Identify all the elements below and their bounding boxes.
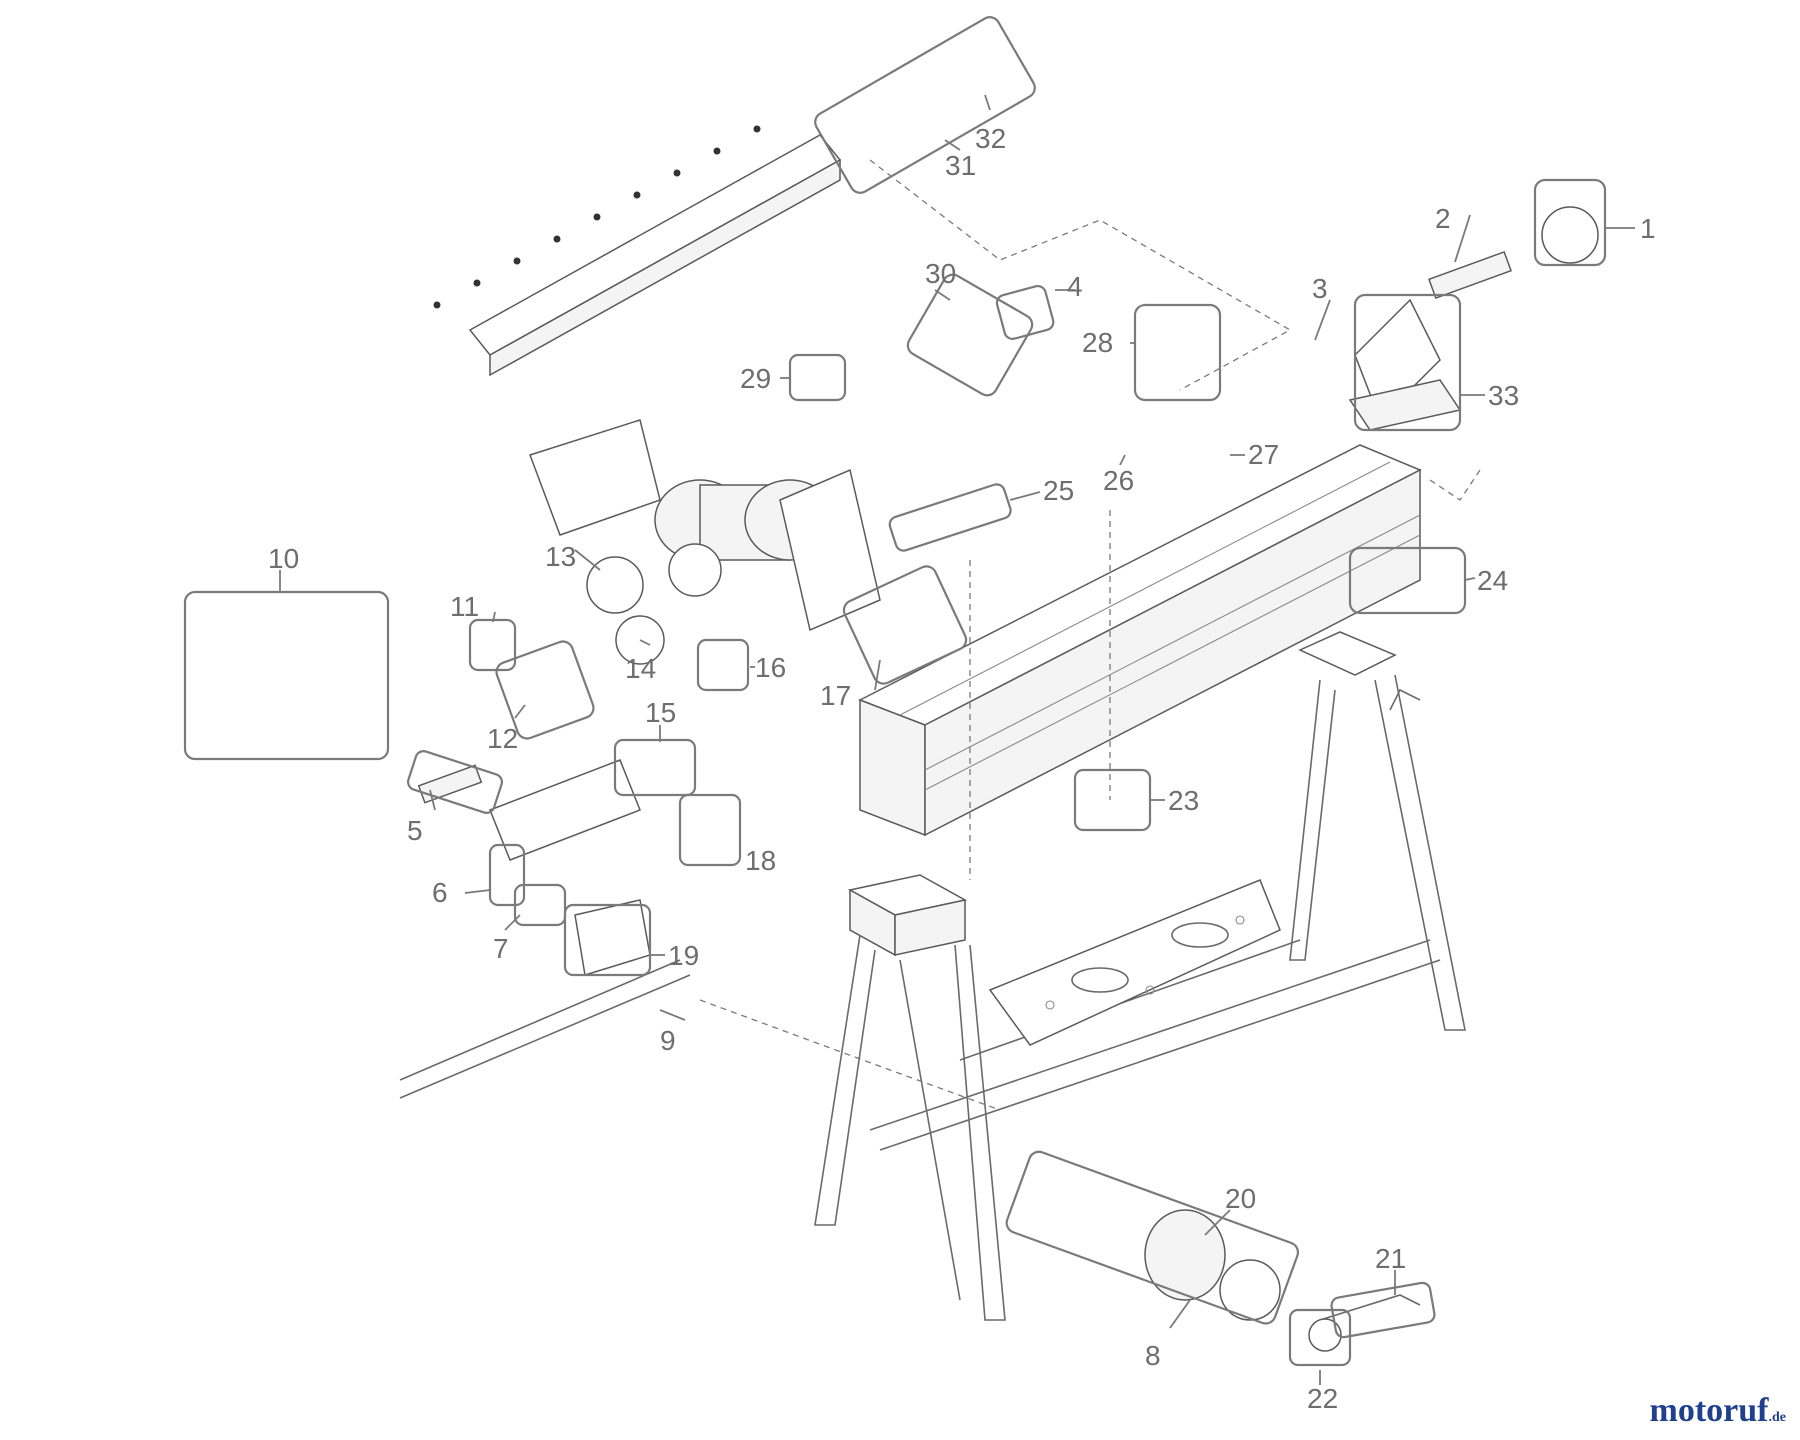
part-number-23: 23 bbox=[1168, 785, 1199, 816]
part-box-5 bbox=[407, 750, 503, 814]
part-number-19: 19 bbox=[668, 940, 699, 971]
part-number-16: 16 bbox=[755, 652, 786, 683]
part-number-14: 14 bbox=[625, 653, 656, 684]
part-box-30 bbox=[906, 273, 1034, 397]
part-box-6 bbox=[488, 843, 526, 907]
part-box-4 bbox=[995, 284, 1055, 340]
part-number-22: 22 bbox=[1307, 1383, 1338, 1414]
part-number-17: 17 bbox=[820, 680, 851, 711]
part-number-28: 28 bbox=[1082, 327, 1113, 358]
part-number-32: 32 bbox=[975, 123, 1006, 154]
part-number-20: 20 bbox=[1225, 1183, 1256, 1214]
brand-tld: .de bbox=[1768, 1410, 1787, 1425]
lathe-bed bbox=[858, 444, 1422, 837]
brand-name: motoruf bbox=[1649, 1392, 1769, 1429]
part-number-5: 5 bbox=[407, 815, 423, 846]
tailstock-assembly bbox=[1348, 206, 1599, 431]
part-number-8: 8 bbox=[1145, 1340, 1161, 1371]
part-number-13: 13 bbox=[545, 541, 576, 572]
indexing-assembly bbox=[1144, 1209, 1421, 1352]
part-box-18 bbox=[678, 793, 742, 867]
part-box-21 bbox=[1330, 1281, 1436, 1339]
part-box-31 bbox=[814, 16, 1036, 194]
part-number-6: 6 bbox=[432, 877, 448, 908]
part-number-31: 31 bbox=[945, 150, 976, 181]
part-number-26: 26 bbox=[1103, 465, 1134, 496]
part-number-25: 25 bbox=[1043, 475, 1074, 506]
part-number-12: 12 bbox=[487, 723, 518, 754]
part-box-20 bbox=[1005, 1150, 1300, 1325]
part-box-24 bbox=[1348, 546, 1467, 615]
leader-lines bbox=[279, 94, 1485, 1385]
reference-lines bbox=[699, 159, 1481, 1111]
part-number-21: 21 bbox=[1375, 1243, 1406, 1274]
part-box-19 bbox=[563, 903, 652, 977]
part-number-labels: 1 2 3 4 5 6 7 8 9 10 11 12 13 14 15 16 1… bbox=[268, 123, 1656, 1414]
part-box-10 bbox=[183, 590, 390, 761]
part-number-4: 4 bbox=[1067, 271, 1083, 302]
part-box-1 bbox=[1533, 178, 1635, 267]
stand-legs bbox=[814, 631, 1466, 1321]
motor-assembly bbox=[529, 419, 881, 665]
part-box-12 bbox=[495, 640, 595, 740]
part-number-18: 18 bbox=[745, 845, 776, 876]
part-number-33: 33 bbox=[1488, 380, 1519, 411]
part-number-10: 10 bbox=[268, 543, 299, 574]
brand-watermark: motoruf.de bbox=[1650, 1392, 1786, 1430]
part-number-15: 15 bbox=[645, 697, 676, 728]
part-number-24: 24 bbox=[1477, 565, 1508, 596]
part-box-7 bbox=[513, 883, 567, 927]
part-number-9: 9 bbox=[660, 1025, 676, 1056]
part-number-29: 29 bbox=[740, 363, 771, 394]
part-box-22 bbox=[1288, 1308, 1352, 1367]
stand-shelf bbox=[988, 879, 1281, 1046]
part-box-17 bbox=[842, 565, 968, 685]
part-box-28 bbox=[1133, 303, 1222, 402]
part-box-11 bbox=[468, 618, 517, 672]
part-number-7: 7 bbox=[493, 933, 509, 964]
tool-rest-assembly bbox=[399, 759, 691, 1099]
part-box-29 bbox=[788, 353, 847, 402]
part-number-3: 3 bbox=[1312, 273, 1328, 304]
part-box-33 bbox=[1353, 293, 1462, 432]
part-number-1: 1 bbox=[1640, 213, 1656, 244]
top-rail bbox=[433, 125, 842, 377]
part-box-23 bbox=[1073, 768, 1152, 832]
part-box-15 bbox=[613, 738, 697, 797]
part-box-25 bbox=[888, 483, 1012, 552]
part-box-16 bbox=[696, 638, 750, 692]
part-number-27: 27 bbox=[1248, 439, 1279, 470]
part-number-11: 11 bbox=[450, 591, 479, 622]
part-number-30: 30 bbox=[925, 258, 956, 289]
part-number-2: 2 bbox=[1435, 203, 1451, 234]
